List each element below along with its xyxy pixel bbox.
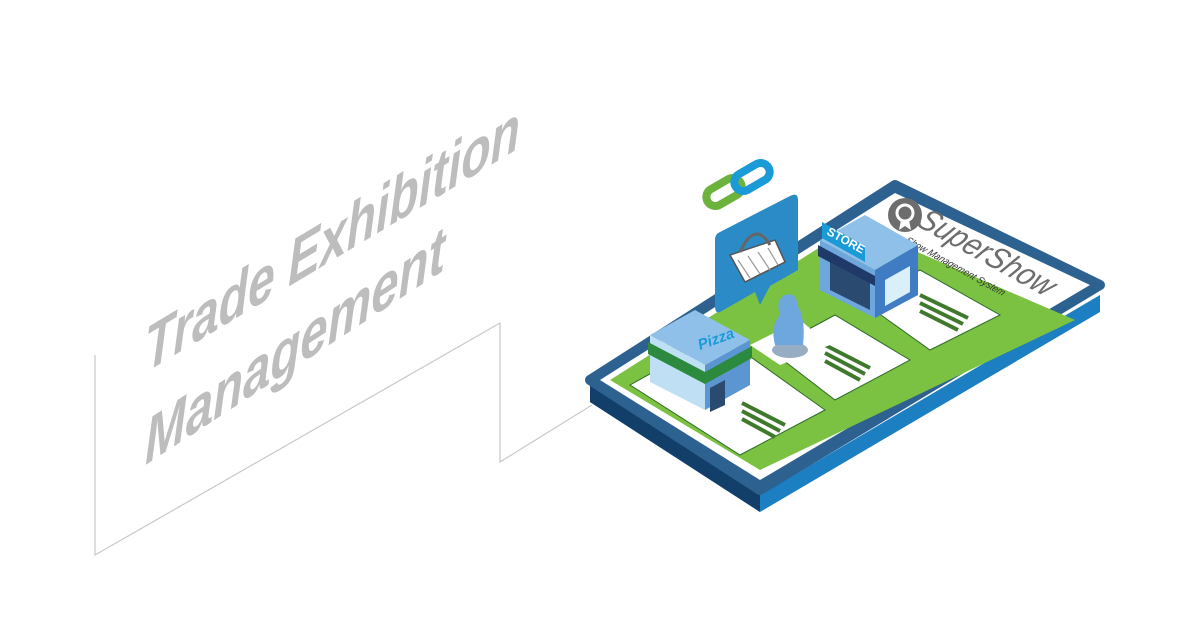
location-pin-icon xyxy=(772,294,808,358)
link-chain-icon xyxy=(702,159,774,210)
headline: Trade Exhibition Management xyxy=(145,90,520,479)
basket-icon xyxy=(728,232,786,283)
award-gear-icon xyxy=(888,198,922,232)
store-building-icon: STORE xyxy=(818,215,918,318)
frame-line xyxy=(94,321,593,557)
shopping-basket-bubble xyxy=(715,194,798,313)
pizza-shop-icon: Pizza xyxy=(648,310,752,412)
